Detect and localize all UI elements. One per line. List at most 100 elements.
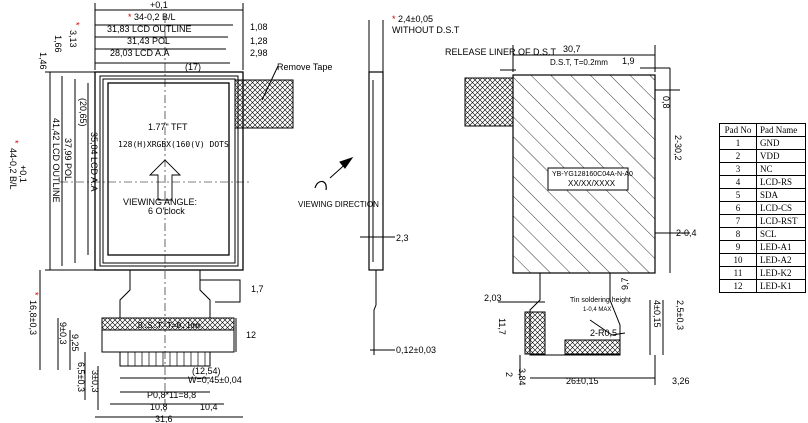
asterisk-marker-24: * [392,14,396,24]
remove-tape-area [234,79,294,129]
top-tol: +0,1 [150,0,168,10]
dim-146: 1,46 [38,52,48,70]
dim-08: 0,8 [661,96,671,109]
dim-316: 31,6 [155,414,173,423]
asterisk-marker-313: * [71,22,81,26]
pad-name: LED-K2 [756,266,806,280]
pad-no: 7 [719,214,757,228]
viewing-angle: VIEWING ANGLE: [123,197,197,207]
viewing-label: VIEWING DIRECTION [298,200,379,209]
dim-302: 2-30,2 [673,135,683,161]
release-liner: RELEASE LINER OF D.S.T [445,47,557,57]
dim-166: 1,66 [53,35,63,53]
dim-168: 16,8±0,3 [28,300,38,335]
dim-17b: 1,7 [251,284,264,294]
pad-name: LCD-RST [756,214,806,228]
pad-no: 12 [719,279,757,293]
dim-128: 1,28 [250,36,268,46]
dim-26: 26±0,15 [566,376,598,386]
dim-17: (17) [185,62,201,72]
dst-thickness: D.S.T, T=0.2mm [550,58,608,67]
pad-no-header: Pad No [719,123,757,137]
asterisk-marker-44: * [10,140,20,144]
dim-p08: P0,8*11=8,8 [147,390,196,400]
r05: 2-R0,5 [590,328,617,338]
dim-2065: (20,65) [78,98,88,127]
dim-65: 6,5±0,3 [76,362,86,392]
side-view-labels: * 2,4±0,05 WITHOUT D.S.T VIEWING DIRECTI… [298,14,460,355]
dim-9: 9±0,3 [58,322,68,344]
pol-width: 31,43 POL [127,36,170,46]
back-view-labels: RELEASE LINER OF D.S.T 30,7 D.S.T, T=0.2… [445,44,697,386]
pad-name: NC [756,162,806,176]
asterisk-marker: * [128,12,132,22]
model-code: YB-YG128160C04A-N-A0 [552,171,633,178]
back-view-vertical-labels: 0,8 2-30,2 9,7 11,7 4±0,15 2,5±0,3 3,84 … [497,96,685,386]
dim-44-tol: +0,1 [18,165,28,183]
pad-name: LED-K1 [756,279,806,293]
date-code: XX/XX/XXXX [568,179,616,188]
remove-tape-leader [261,65,279,101]
pad-no: 9 [719,240,757,254]
front-view [39,3,250,418]
lcd-outline-width: 31,83 LCD OUTLINE [107,24,192,34]
pad-no: 5 [719,188,757,202]
pad-name: GND [756,136,806,150]
dim-415: 4±0,15 [652,300,662,327]
dim-117: 11,7 [497,318,507,335]
dim-3504: 35,04 LCD A.A [89,132,99,192]
pad-name: SDA [756,188,806,202]
pad-no: 8 [719,227,757,241]
pad-name: VDD [756,149,806,163]
front-view-labels: +0,1 * 34-0,2 B/L 31,83 LCD OUTLINE 31,4… [107,0,332,423]
pad-name: LCD-CS [756,201,806,215]
pad-no: 2 [719,149,757,163]
asterisk-marker-168: * [30,292,40,296]
side-view [314,20,395,355]
pad-name: LED-A2 [756,253,806,267]
remove-tape-label: Remove Tape [277,62,332,72]
dim-25: 2,5±0,3 [675,300,685,330]
dim-1254: (12,54) [192,366,221,376]
dim-108b: 10,8 [150,402,168,412]
without-dst: WITHOUT D.S.T [392,25,460,35]
solder-note: Tin soldering height [570,297,631,304]
bl-width: 34-0,2 B/L [134,12,176,22]
pad-no: 1 [719,136,757,150]
front-view-vertical-labels: * 3,13 1,66 1,46 (20,65) 35,04 LCD A.A 3… [8,22,100,392]
dim-108: 1,08 [250,22,268,32]
pad-no: 11 [719,266,757,280]
dim-4142: 41,42 LCD OUTLINE [51,118,61,203]
lcd-aa-width: 28,03 LCD A.A [110,48,170,58]
pad-no: 3 [719,162,757,176]
pad-name-header: Pad Name [756,123,806,137]
dim-326: 3,26 [672,376,690,386]
pad-name: LED-A1 [756,240,806,254]
dim-384: 3,84 [517,368,527,386]
dim-925: 9,25 [70,334,80,352]
pad-name: SCL [756,227,806,241]
dim-3799: 37,99 POL [63,138,73,181]
dim-12: 12 [246,330,256,340]
pin-table-header: Pad No Pad Name [719,123,806,137]
solder-note2: 1-0,4 MAX [583,307,611,313]
dim-97: 9,7 [620,277,630,290]
dim-012: 0,12±0,03 [396,345,436,355]
dim-w045: W=0,45±0,04 [188,375,242,385]
dim-04: 2-0,4 [676,228,697,238]
dim-19: 1,9 [622,56,635,66]
dim-23: 2,3 [396,233,409,243]
dim-3: 3±0,3 [90,370,100,392]
dim-298: 2,98 [250,48,268,58]
pad-name: LCD-RS [756,175,806,189]
tft-title: 1.77" TFT [148,122,188,132]
